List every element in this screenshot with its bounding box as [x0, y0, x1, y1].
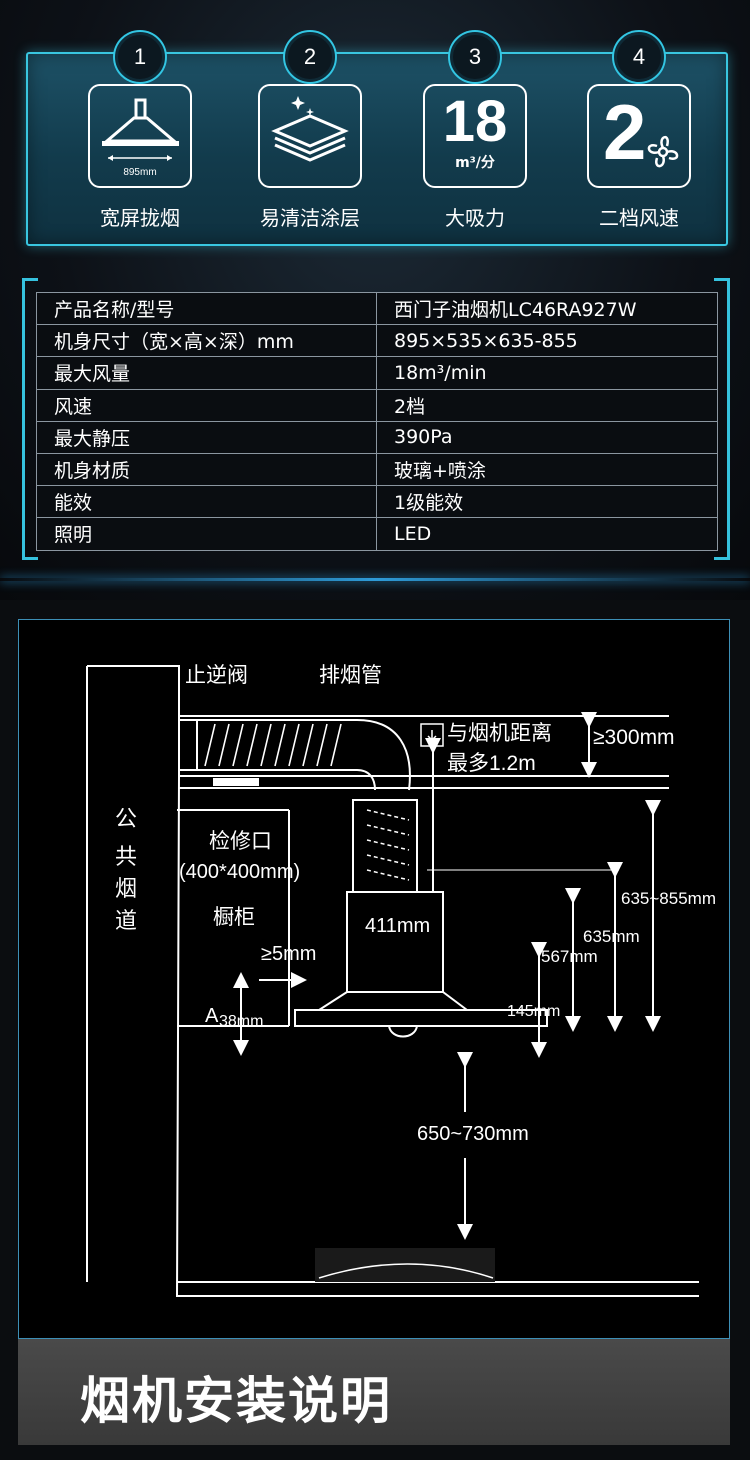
label-height-635: 635mm — [583, 927, 640, 946]
footer-bar: 烟机安装说明 — [18, 1339, 730, 1445]
feature-number: 1 — [115, 32, 165, 82]
label-flue-3: 烟 — [115, 876, 137, 901]
spec-value: 390Pa — [376, 420, 718, 454]
label-distance-max: 最多1.2m — [447, 752, 536, 775]
feature-label: 二档风速 — [599, 206, 679, 230]
feature-number: 3 — [450, 32, 500, 82]
spec-name: 能效 — [36, 485, 377, 519]
spec-frame — [22, 278, 730, 560]
label-check-valve: 止逆阀 — [185, 664, 248, 687]
range-hood-icon: 895mm — [88, 84, 192, 188]
feature-number: 4 — [614, 32, 664, 82]
feature-easy-clean: 2 易清洁涂层 — [245, 32, 375, 248]
label-inspection-size: (400*400mm) — [179, 861, 300, 883]
suction-unit: m³/分 — [455, 155, 495, 171]
label-height-145: 145mm — [507, 1003, 560, 1020]
label-flue-4: 道 — [115, 908, 137, 933]
spec-value: 895×535×635-855 — [376, 324, 718, 358]
feature-label: 易清洁涂层 — [260, 206, 360, 230]
feature-wide-hood: 1 895mm 宽屏拢烟 — [75, 32, 205, 248]
spec-name: 机身材质 — [36, 452, 377, 487]
spec-value: 2档 — [376, 388, 718, 422]
speed-value-box: 2 — [587, 84, 691, 188]
feature-label: 宽屏拢烟 — [100, 206, 180, 230]
label-gap-38: 38mm — [219, 1013, 263, 1030]
label-distance: 与烟机距离 — [447, 722, 552, 745]
label-inspection-port: 检修口 — [209, 830, 272, 853]
spec-name: 机身尺寸（宽×高×深）mm — [36, 324, 377, 358]
spec-name: 风速 — [36, 388, 377, 422]
suction-value: 18 — [442, 89, 508, 154]
feature-number: 2 — [285, 32, 335, 82]
label-a: A — [205, 1005, 219, 1027]
footer-title: 烟机安装说明 — [80, 1372, 392, 1430]
spec-value: 玻璃+喷涂 — [376, 452, 718, 487]
feature-two-speed: 4 2 二档风速 — [574, 32, 704, 248]
fan-icon — [647, 136, 679, 168]
table-row: 机身材质玻璃+喷涂 — [36, 452, 718, 487]
suction-value-box: 18 m³/分 — [423, 84, 527, 188]
label-gap-5: ≥5mm — [261, 943, 316, 965]
table-row: 产品名称/型号西门子油烟机LC46RA927W — [36, 291, 718, 326]
label-width-411: 411mm — [365, 915, 430, 937]
divider-glow — [0, 578, 750, 581]
spec-name: 最大静压 — [36, 420, 377, 454]
spec-value: LED — [376, 517, 718, 551]
label-exhaust-pipe: 排烟管 — [319, 664, 382, 687]
label-cabinet: 橱柜 — [213, 906, 255, 929]
spec-name: 照明 — [36, 517, 377, 551]
label-ceiling-gap: ≥300mm — [593, 726, 675, 749]
spec-value: 18m³/min — [376, 356, 718, 390]
spec-name: 产品名称/型号 — [36, 291, 377, 326]
label-height-567: 567mm — [541, 947, 598, 966]
coating-layers-icon — [258, 84, 362, 188]
spec-value: 西门子油烟机LC46RA927W — [376, 291, 718, 326]
label-flue-2: 共 — [115, 844, 137, 869]
speed-value: 2 — [603, 88, 647, 176]
label-flue-1: 公 — [115, 806, 137, 831]
label-install-height: 650~730mm — [417, 1123, 529, 1145]
installation-diagram: 止逆阀 排烟管 与烟机距离 最多1.2m ≥300mm 公 共 烟 道 检修口 … — [18, 619, 730, 1339]
spec-name: 最大风量 — [36, 356, 377, 390]
feature-label: 大吸力 — [445, 206, 505, 230]
hood-dimension: 895mm — [123, 167, 156, 178]
feature-panel: 1 895mm 宽屏拢烟 2 易清洁涂层 — [26, 32, 728, 248]
feature-strong-suction: 3 18 m³/分 大吸力 — [410, 32, 540, 248]
label-height-635-855: 635~855mm — [621, 889, 716, 908]
spec-value: 1级能效 — [376, 485, 718, 519]
